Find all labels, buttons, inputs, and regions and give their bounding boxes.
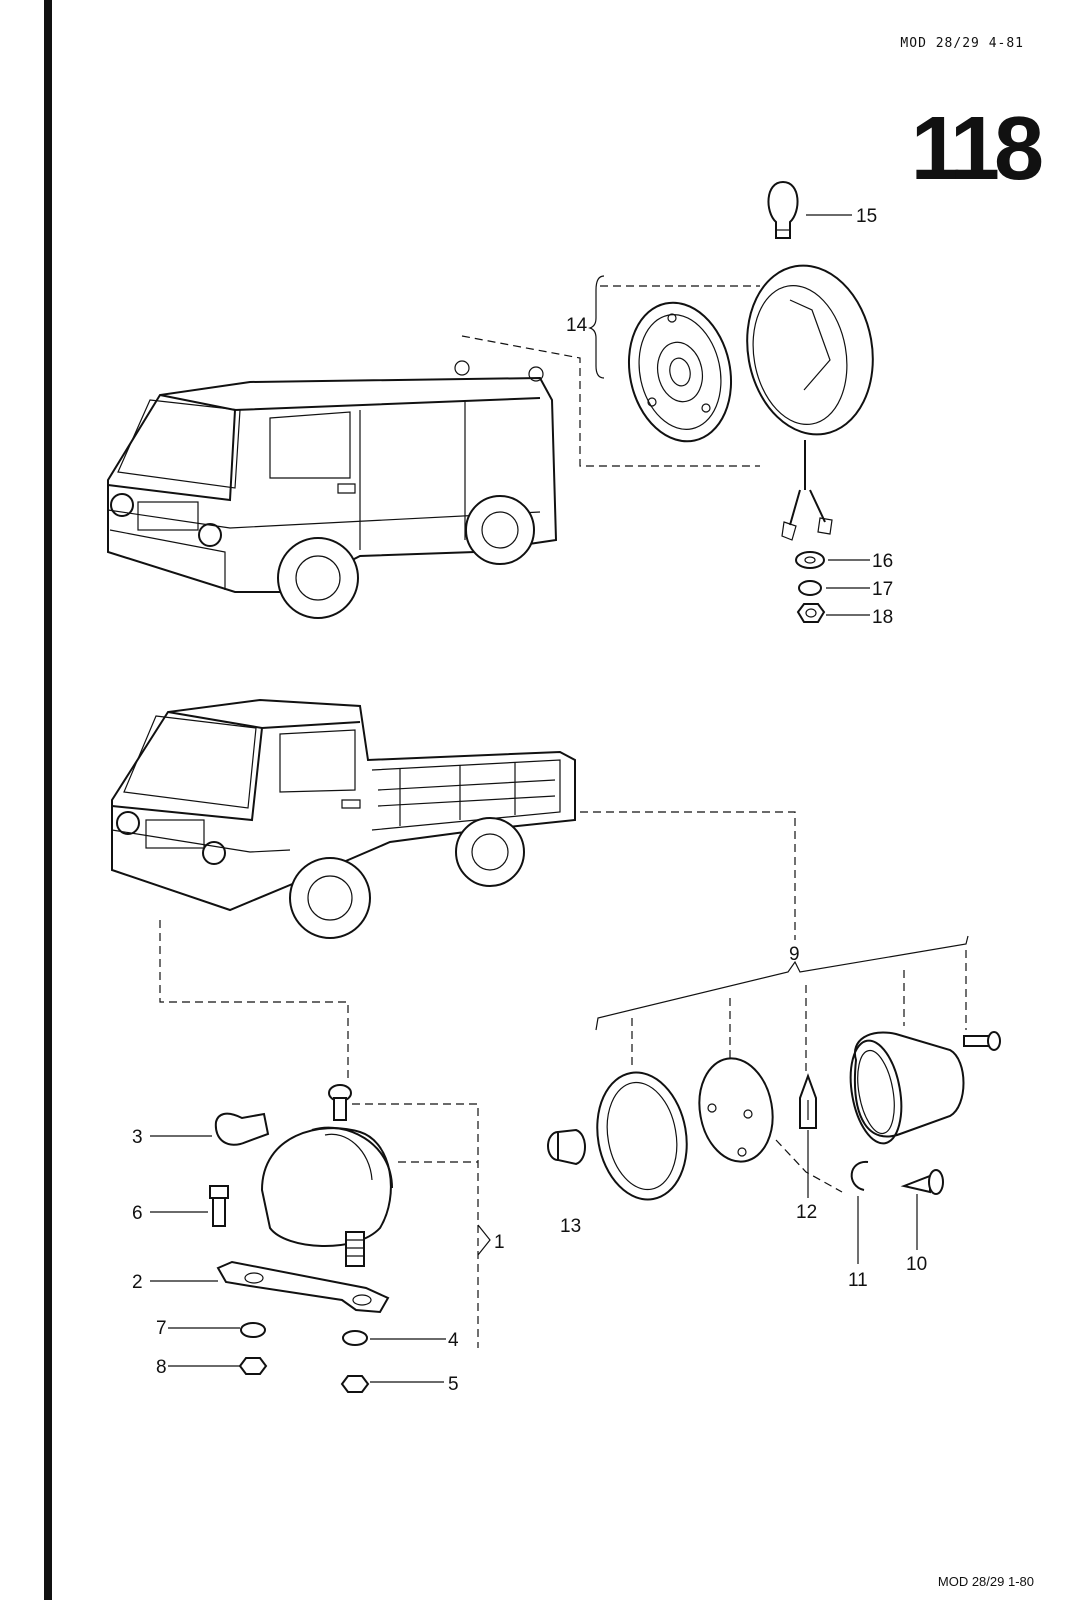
callout-6: 6 bbox=[132, 1203, 143, 1224]
callout-4: 4 bbox=[448, 1330, 459, 1351]
bulb-3 bbox=[214, 1112, 270, 1146]
page-number: 118 bbox=[910, 99, 1044, 199]
nut-8 bbox=[238, 1357, 268, 1375]
gasket-ring bbox=[596, 1071, 688, 1201]
lock-washer-17 bbox=[798, 580, 822, 596]
callout-12: 12 bbox=[796, 1202, 817, 1223]
panel-van-illustration bbox=[107, 360, 558, 619]
marker-lamp-assembly bbox=[260, 1126, 393, 1267]
callout-8: 8 bbox=[156, 1357, 167, 1378]
binder-edge bbox=[44, 0, 52, 1600]
callout-2: 2 bbox=[132, 1272, 143, 1293]
headlamp-bulb bbox=[767, 180, 799, 239]
callout-7: 7 bbox=[156, 1318, 167, 1339]
callout-9: 9 bbox=[789, 944, 800, 965]
callout-18: 18 bbox=[872, 607, 893, 628]
callout-13: 13 bbox=[560, 1216, 581, 1237]
headlamp-assembly bbox=[627, 264, 874, 541]
callout-5: 5 bbox=[448, 1374, 459, 1395]
callout-16: 16 bbox=[872, 551, 893, 572]
grommet-13 bbox=[547, 1128, 586, 1166]
nut-18 bbox=[796, 603, 826, 623]
footer-model-code: MOD 28/29 1-80 bbox=[937, 1574, 1034, 1589]
callout-17: 17 bbox=[872, 579, 893, 600]
callout-3: 3 bbox=[132, 1127, 143, 1148]
header-model-code: MOD 28/29 4-81 bbox=[900, 36, 1024, 51]
lock-washer-4 bbox=[342, 1330, 368, 1346]
pickup-truck-illustration bbox=[111, 698, 576, 939]
callout-15: 15 bbox=[856, 206, 877, 227]
reflector-lens bbox=[698, 1057, 774, 1163]
clip-11 bbox=[850, 1160, 869, 1191]
callout-10: 10 bbox=[906, 1254, 927, 1275]
washer-16 bbox=[795, 551, 825, 569]
housing-screw bbox=[963, 1031, 1001, 1051]
callout-labels: 1 2 3 4 5 6 7 8 9 10 11 12 13 14 15 16 1… bbox=[132, 206, 927, 1395]
callout-1: 1 bbox=[494, 1232, 505, 1253]
screw-6 bbox=[209, 1185, 229, 1227]
screw-top bbox=[328, 1084, 352, 1121]
lock-washer-7 bbox=[240, 1322, 266, 1338]
wood-screw-10 bbox=[900, 1169, 944, 1195]
festoon-bulb-12 bbox=[799, 1073, 817, 1129]
lamp-housing bbox=[849, 1031, 965, 1145]
callout-11: 11 bbox=[848, 1270, 868, 1291]
callout-14: 14 bbox=[566, 315, 588, 336]
nut-5 bbox=[340, 1375, 370, 1393]
